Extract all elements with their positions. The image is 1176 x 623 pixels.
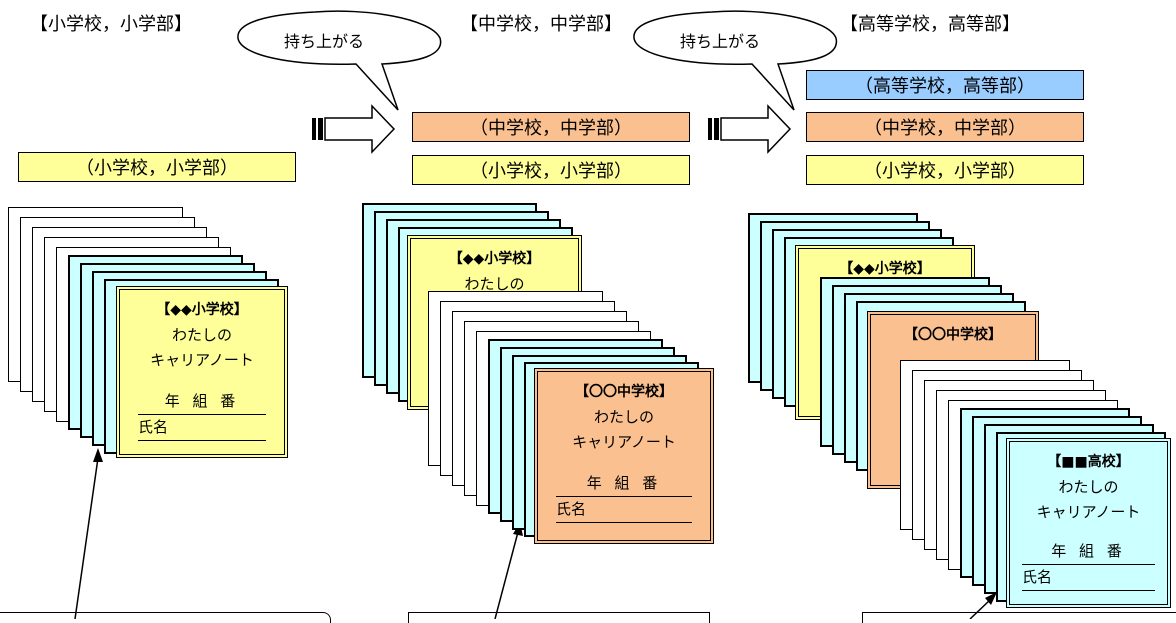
note-name-field: 氏名 [556,497,692,523]
pointer-line-middle [494,522,523,619]
level-bar-high-col3: （高等学校，高等部） [806,70,1084,100]
level-bar-elementary-col2: （小学校，小学部） [412,155,690,185]
bubble-text-2: 持ち上がる [680,32,761,51]
note-grade-class-number: 年 組 番 [1022,539,1155,565]
career-note-high: 【■■高校】 わたしの キャリアノート 年 組 番 氏名 [1006,438,1171,608]
note-title-line1: わたしの [464,275,525,293]
level-bar-middle-col3: （中学校，中学部） [806,112,1084,142]
note-grade-class-number: 年 組 番 [556,471,692,497]
speech-bubble-1 [237,10,442,111]
career-note-elementary: 【◆◆小学校】 わたしの キャリアノート 年 組 番 氏名 [116,286,288,458]
level-bar-elementary-col1: （小学校，小学部） [18,152,296,182]
note-title-line1: わたしの [1058,478,1119,496]
note-school-name: 【〇〇中学校】 [904,327,1002,343]
note-name-field: 氏名 [1022,565,1155,591]
note-title-line1: わたしの [593,408,654,426]
heading-middle: 【中学校，中学部】 [460,14,622,35]
level-bar-elementary-col3: （小学校，小学部） [806,155,1084,185]
bottom-box-middle [408,612,710,623]
note-school-name: 【◆◆小学校】 [156,302,248,318]
pointer-line-elementary [74,448,103,619]
note-school-name: 【〇〇中学校】 [575,384,673,400]
transition-arrow-1 [312,104,396,154]
career-note-middle: 【〇〇中学校】 わたしの キャリアノート 年 組 番 氏名 [534,368,714,544]
transition-arrow-2 [708,104,792,154]
note-title-line1: わたしの [171,326,232,344]
level-bar-middle-col2: （中学校，中学部） [412,112,690,142]
note-school-name: 【◆◆小学校】 [448,251,541,267]
note-name-field: 氏名 [138,415,266,441]
bottom-box-left [0,612,331,623]
speech-bubble-2 [633,10,838,111]
bubble-text-1: 持ち上がる [284,32,365,51]
note-school-name: 【◆◆小学校】 [839,261,931,277]
note-title-line2: キャリアノート [572,433,676,451]
note-title-line2: キャリアノート [150,351,254,369]
note-grade-class-number: 年 組 番 [138,389,266,415]
note-title-line2: キャリアノート [1036,503,1141,521]
pointer-line-high [969,592,997,619]
note-school-name: 【■■高校】 [1047,454,1130,470]
bottom-box-right [862,612,1176,623]
heading-elementary: 【小学校，小学部】 [30,14,192,35]
heading-high: 【高等学校，高等部】 [840,14,1020,35]
